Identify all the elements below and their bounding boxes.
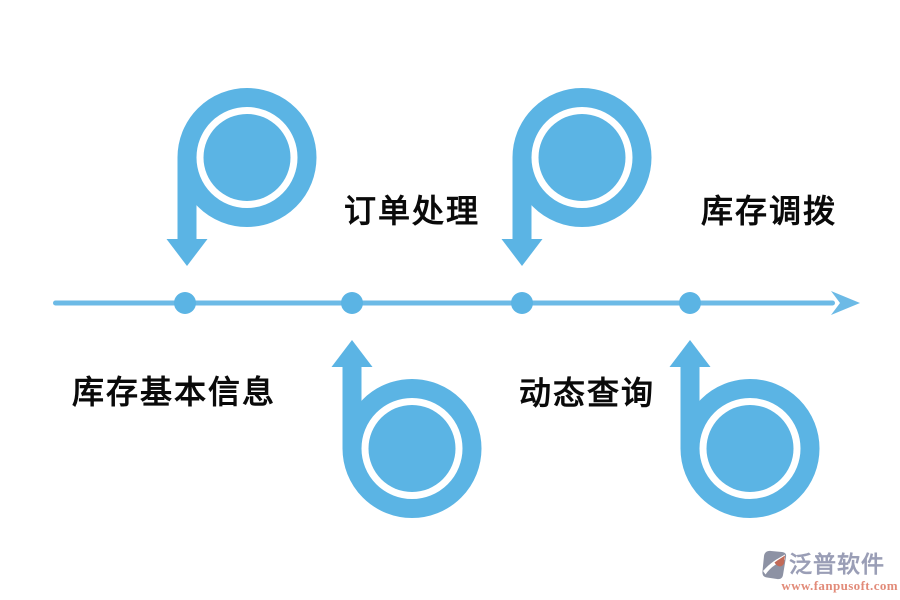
loop-arrow-down-icon (502, 98, 643, 267)
watermark-url-text: www.fanpusoft.com (781, 578, 898, 593)
milestone-label-order-processing: 订单处理 (344, 193, 481, 229)
timeline-dot (341, 292, 363, 314)
milestone-label-dynamic-query: 动态查询 (519, 375, 656, 411)
fanpu-logo-icon (762, 550, 787, 580)
loop-arrow-up-icon (670, 340, 811, 509)
timeline-dot (174, 292, 196, 314)
watermark-brand-text: 泛普软件 (789, 551, 885, 577)
loop-arrow-down-icon (167, 98, 308, 267)
loop-arrow-up-icon (332, 340, 473, 509)
timeline-dot (511, 292, 533, 314)
timeline-arrowhead-icon (831, 291, 860, 315)
timeline-line (53, 300, 835, 306)
timeline-dot (679, 292, 701, 314)
milestone-label-inventory-transfer: 库存调拨 (701, 193, 838, 229)
milestone-label-inventory-basic-info: 库存基本信息 (72, 374, 277, 410)
watermark: 泛普软件 www.fanpusoft.com (761, 550, 898, 594)
